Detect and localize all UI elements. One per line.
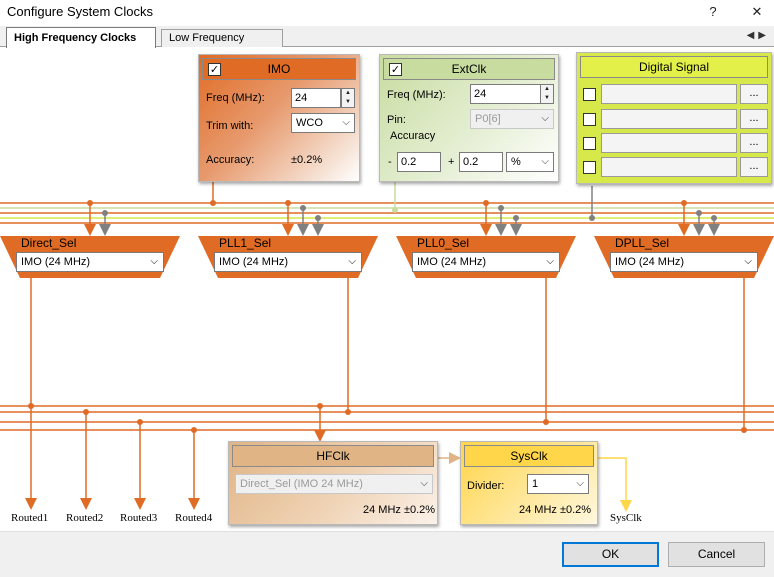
digital-signal-browse-1[interactable]: ... xyxy=(740,84,768,104)
digital-signal-browse-3[interactable]: ... xyxy=(740,133,768,153)
imo-accuracy-value: ±0.2% xyxy=(291,154,323,166)
hfclk-source-value: Direct_Sel (IMO 24 MHz) xyxy=(240,478,363,490)
hfclk-source-select[interactable]: Direct_Sel (IMO 24 MHz) ⌵ xyxy=(235,474,433,494)
mux-pll1-sel-select[interactable]: IMO (24 MHz) ⌵ xyxy=(214,252,362,272)
tab-scroll[interactable]: ◀▶ xyxy=(747,30,770,41)
digital-signal-browse-2[interactable]: ... xyxy=(740,109,768,129)
imo-trim-label: Trim with: xyxy=(206,120,254,132)
imo-trim-select[interactable]: WCO ⌵ xyxy=(291,113,355,133)
extclk-unit-value: % xyxy=(511,156,521,168)
extclk-freq-label: Freq (MHz): xyxy=(387,89,446,101)
sysclk-output-label: SysClk xyxy=(610,512,642,524)
extclk-enable-checkbox[interactable] xyxy=(389,63,402,76)
title-bar xyxy=(0,0,774,26)
sysclk-header: SysClk xyxy=(464,445,594,467)
mux-direct-sel-select[interactable]: IMO (24 MHz) ⌵ xyxy=(16,252,164,272)
extclk-pin-value: P0[6] xyxy=(475,113,501,125)
routed3-label: Routed3 xyxy=(120,512,158,524)
imo-freq-label: Freq (MHz): xyxy=(206,92,265,104)
extclk-title: ExtClk xyxy=(451,62,487,76)
imo-enable-checkbox[interactable] xyxy=(208,63,221,76)
help-button[interactable]: ? xyxy=(709,4,717,19)
hfclk-frequency: 24 MHz ±0.2% xyxy=(363,504,436,516)
chevron-down-icon: ⌵ xyxy=(541,156,549,167)
extclk-minus-sign: - xyxy=(388,156,392,168)
tab-low-frequency-clocks[interactable]: Low Frequency Clocks xyxy=(161,29,283,61)
mux-pll1-sel-value: IMO (24 MHz) xyxy=(219,256,289,268)
extclk-plus-input[interactable]: 0.2 xyxy=(459,152,503,172)
chevron-down-icon: ⌵ xyxy=(342,117,350,128)
digital-signal-field-1[interactable] xyxy=(601,84,737,104)
chevron-down-icon: ⌵ xyxy=(541,113,549,124)
mux-pll0-sel-value: IMO (24 MHz) xyxy=(417,256,487,268)
extclk-minus-input[interactable]: 0.2 xyxy=(397,152,441,172)
mux-direct-sel-label: Direct_Sel xyxy=(21,236,77,250)
hfclk-header: HFClk xyxy=(232,445,434,467)
mux-dpll-sel-label: DPLL_Sel xyxy=(615,236,670,250)
extclk-freq-input[interactable]: 24 xyxy=(470,84,542,104)
digital-signal-header: Digital Signal xyxy=(580,56,768,78)
imo-accuracy-label: Accuracy: xyxy=(206,154,255,166)
digital-signal-field-3[interactable] xyxy=(601,133,737,153)
imo-panel: IMO Freq (MHz): 24 ▲▼ Trim with: WCO ⌵ A… xyxy=(198,54,360,182)
digital-signal-checkbox-1[interactable] xyxy=(583,88,596,101)
mux-direct-sel-value: IMO (24 MHz) xyxy=(21,256,91,268)
digital-signal-browse-4[interactable]: ... xyxy=(740,157,768,177)
mux-dpll-sel-select[interactable]: IMO (24 MHz) ⌵ xyxy=(610,252,758,272)
digital-signal-panel: Digital Signal ... ... ... ... xyxy=(576,52,772,184)
extclk-pin-label: Pin: xyxy=(387,114,406,126)
sysclk-divider-label: Divider: xyxy=(467,480,505,492)
chevron-down-icon: ⌵ xyxy=(420,478,428,489)
extclk-unit-select[interactable]: % ⌵ xyxy=(506,152,554,172)
tab-high-frequency-clocks[interactable]: High Frequency Clocks xyxy=(6,27,156,48)
mux-pll0-sel-label: PLL0_Sel xyxy=(417,236,470,250)
ok-button[interactable]: OK xyxy=(562,542,659,567)
extclk-freq-spinner[interactable]: ▲▼ xyxy=(540,84,554,104)
digital-signal-checkbox-2[interactable] xyxy=(583,113,596,126)
routed1-label: Routed1 xyxy=(11,512,49,524)
mux-pll0-sel-select[interactable]: IMO (24 MHz) ⌵ xyxy=(412,252,560,272)
routed2-label: Routed2 xyxy=(66,512,104,524)
hfclk-panel: HFClk Direct_Sel (IMO 24 MHz) ⌵ 24 MHz ±0… xyxy=(228,441,438,525)
digital-signal-checkbox-3[interactable] xyxy=(583,137,596,150)
imo-freq-input[interactable]: 24 xyxy=(291,88,341,108)
mux-pll1-sel-label: PLL1_Sel xyxy=(219,236,272,250)
window-title: Configure System Clocks xyxy=(7,4,153,19)
cancel-button[interactable]: Cancel xyxy=(668,542,765,567)
close-button[interactable]: ✕ xyxy=(751,4,763,19)
extclk-header: ExtClk xyxy=(383,58,555,80)
chevron-left-icon[interactable]: ◀ xyxy=(746,30,759,41)
sysclk-panel: SysClk Divider: 1⌵ 24 MHz ±0.2% xyxy=(460,441,598,525)
sysclk-divider-select[interactable]: 1⌵ xyxy=(527,474,589,494)
imo-header: IMO xyxy=(202,58,356,80)
sysclk-divider-value: 1 xyxy=(532,478,539,490)
imo-title: IMO xyxy=(267,62,291,76)
imo-freq-spinner[interactable]: ▲▼ xyxy=(341,88,355,108)
digital-signal-checkbox-4[interactable] xyxy=(583,161,596,174)
mux-dpll-sel-value: IMO (24 MHz) xyxy=(615,256,685,268)
chevron-right-icon[interactable]: ▶ xyxy=(758,30,770,41)
chevron-down-icon: ⌵ xyxy=(744,256,752,267)
digital-signal-field-2[interactable] xyxy=(601,109,737,129)
extclk-accuracy-label: Accuracy xyxy=(390,130,436,142)
routed4-label: Routed4 xyxy=(175,512,213,524)
chevron-down-icon: ⌵ xyxy=(546,256,554,267)
chevron-down-icon: ⌵ xyxy=(576,478,584,489)
extclk-plus-sign: + xyxy=(448,156,455,168)
digital-signal-field-4[interactable] xyxy=(601,157,737,177)
sysclk-frequency: 24 MHz ±0.2% xyxy=(519,504,592,516)
extclk-panel: ExtClk Freq (MHz): 24 ▲▼ Pin: P0[6] ⌵ Ac… xyxy=(379,54,559,182)
chevron-down-icon: ⌵ xyxy=(150,256,158,267)
chevron-down-icon: ⌵ xyxy=(348,256,356,267)
extclk-pin-select[interactable]: P0[6] ⌵ xyxy=(470,109,554,129)
imo-trim-value: WCO xyxy=(296,117,323,129)
